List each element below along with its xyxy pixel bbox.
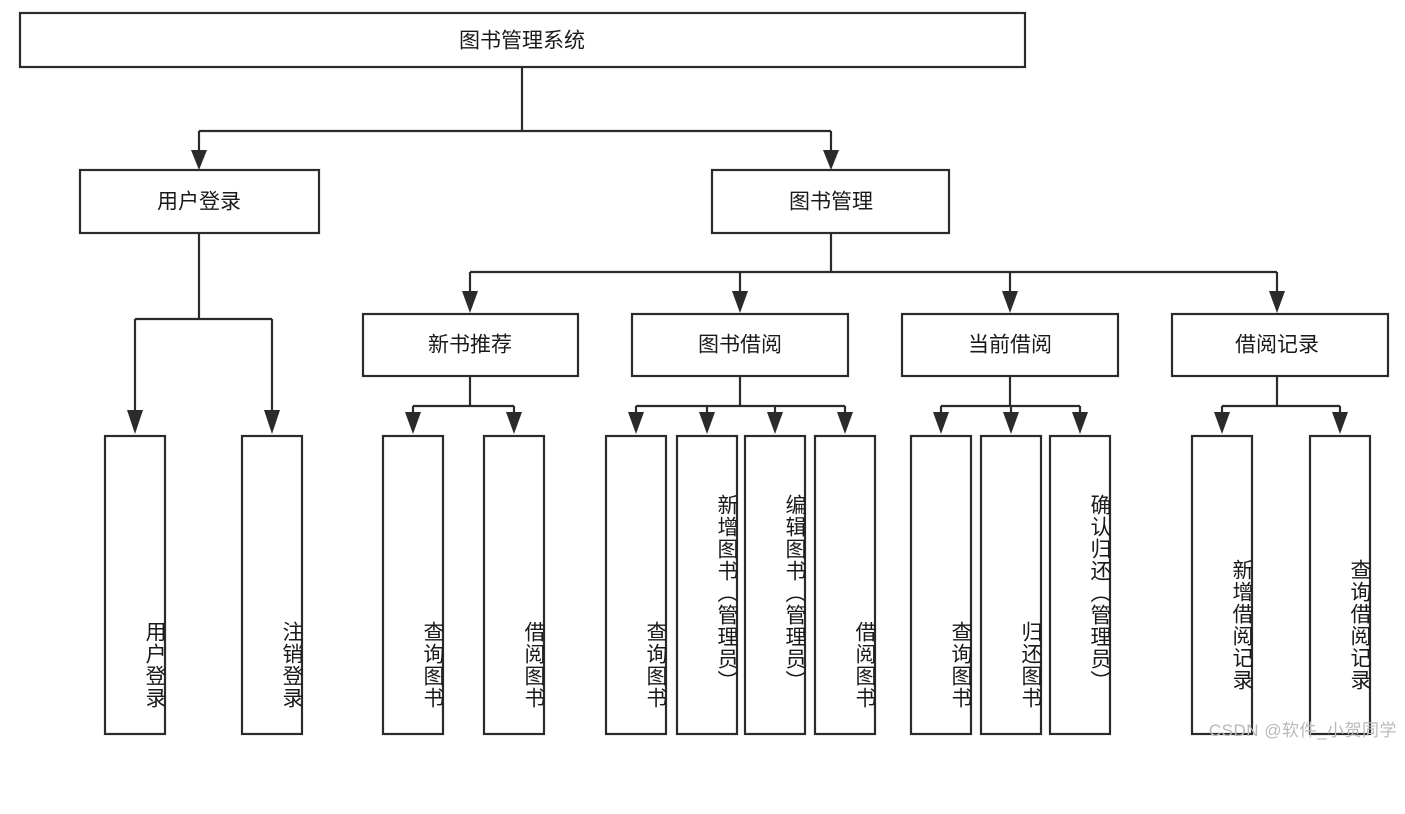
arrowhead-leaf-query-book-2 — [628, 412, 644, 434]
connector-layer — [127, 67, 1348, 434]
leaf-box-confirm-return[interactable] — [1048, 434, 1112, 736]
arrowhead-leaf-query-record — [1332, 412, 1348, 434]
arrowhead-leaf-return-book — [1003, 412, 1019, 434]
node-root-box[interactable] — [18, 11, 1027, 69]
node-book-manage-label: 图书管理 — [789, 191, 873, 214]
node-new-book-rec-box[interactable] — [361, 312, 580, 378]
leaf-box-query-book-1[interactable] — [381, 434, 445, 736]
arrowhead-leaf-logout — [264, 410, 280, 434]
arrowhead-leaf-user-login — [127, 410, 143, 434]
arrowhead-book-borrow — [732, 291, 748, 313]
node-user-login-box[interactable] — [78, 168, 321, 235]
arrowhead-leaf-add-book — [699, 412, 715, 434]
arrowhead-leaf-confirm-return — [1072, 412, 1088, 434]
node-current-borrow-box[interactable] — [900, 312, 1120, 378]
arrowhead-current-borrow — [1002, 291, 1018, 313]
node-layer: 图书管理系统 用户登录 图书管理 新书推荐 图书借阅 当前借阅 借阅记录 — [18, 11, 1390, 736]
node-root-label: 图书管理系统 — [459, 30, 585, 53]
leaf-box-borrow-book-1[interactable] — [482, 434, 546, 736]
arrowhead-user-login — [191, 150, 207, 170]
arrowhead-borrow-record — [1269, 291, 1285, 313]
leaf-box-borrow-book-2[interactable] — [813, 434, 877, 736]
leaf-box-add-record[interactable] — [1190, 434, 1254, 736]
arrowhead-leaf-query-book-1 — [405, 412, 421, 434]
leaf-box-edit-book[interactable] — [743, 434, 807, 736]
diagram-canvas: 图书管理系统 用户登录 图书管理 新书推荐 图书借阅 当前借阅 借阅记录 — [18, 11, 1397, 740]
node-new-book-rec-label: 新书推荐 — [428, 334, 512, 357]
node-book-manage-box[interactable] — [710, 168, 951, 235]
arrowhead-leaf-edit-book — [767, 412, 783, 434]
arrowhead-leaf-borrow-book-2 — [837, 412, 853, 434]
arrowhead-leaf-add-record — [1214, 412, 1230, 434]
arrowhead-leaf-borrow-book-1 — [506, 412, 522, 434]
edge-newbook-branch — [411, 376, 516, 412]
node-user-login-label: 用户登录 — [157, 191, 241, 214]
leaf-box-logout[interactable] — [240, 434, 304, 736]
edge-borrowrecord-branch — [1220, 376, 1342, 412]
arrowhead-new-book-rec — [462, 291, 478, 313]
node-book-borrow-label: 图书借阅 — [698, 334, 782, 357]
edge-bookmanage-branch — [468, 233, 1279, 291]
node-current-borrow-label: 当前借阅 — [968, 334, 1052, 357]
node-book-borrow-box[interactable] — [630, 312, 850, 378]
arrowhead-leaf-query-book-3 — [933, 412, 949, 434]
arrowhead-book-manage — [823, 150, 839, 170]
edge-bookborrow-branch — [634, 376, 847, 412]
leaf-box-query-book-2[interactable] — [604, 434, 668, 736]
tree-diagram-svg: 图书管理系统 用户登录 图书管理 新书推荐 图书借阅 当前借阅 借阅记录 — [18, 11, 1390, 736]
node-borrow-record-label: 借阅记录 — [1235, 334, 1319, 357]
edge-root-trunk — [197, 67, 833, 158]
leaf-box-add-book[interactable] — [675, 434, 739, 736]
leaf-box-user-login[interactable] — [103, 434, 167, 736]
leaf-box-return-book[interactable] — [979, 434, 1043, 736]
edge-userlogin-branch — [133, 233, 274, 410]
leaf-box-query-record[interactable] — [1308, 434, 1372, 736]
node-borrow-record-box[interactable] — [1170, 312, 1390, 378]
leaf-box-query-book-3[interactable] — [909, 434, 973, 736]
edge-currentborrow-branch — [939, 376, 1082, 412]
csdn-watermark: CSDN @软件_小贺同学 — [1208, 721, 1397, 740]
